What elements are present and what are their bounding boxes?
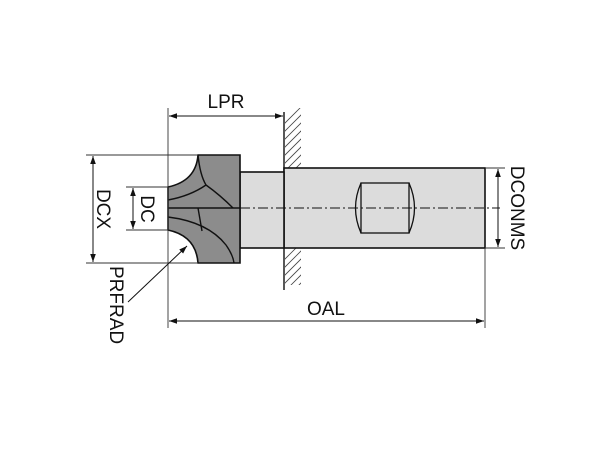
- label-dcx: DCX: [92, 189, 113, 229]
- holder-wall-hatch-bottom: [285, 248, 301, 285]
- dimension-prfrad: PRFRAD: [105, 245, 188, 344]
- dimension-dcx: DCX: [90, 156, 113, 262]
- dimension-lpr: LPR: [169, 92, 283, 119]
- cutter-head: [167, 154, 241, 264]
- dimension-dconms: DCONMS: [495, 166, 527, 250]
- label-lpr: LPR: [208, 92, 245, 113]
- label-dc: DC: [136, 195, 157, 222]
- dimension-oal: OAL: [169, 299, 484, 324]
- label-oal: OAL: [307, 299, 345, 320]
- label-prfrad: PRFRAD: [105, 266, 126, 344]
- holder-wall-hatch-top: [285, 108, 301, 168]
- cutter-neck: [239, 171, 285, 249]
- dimension-dc: DC: [130, 188, 157, 229]
- label-dconms: DCONMS: [506, 166, 527, 250]
